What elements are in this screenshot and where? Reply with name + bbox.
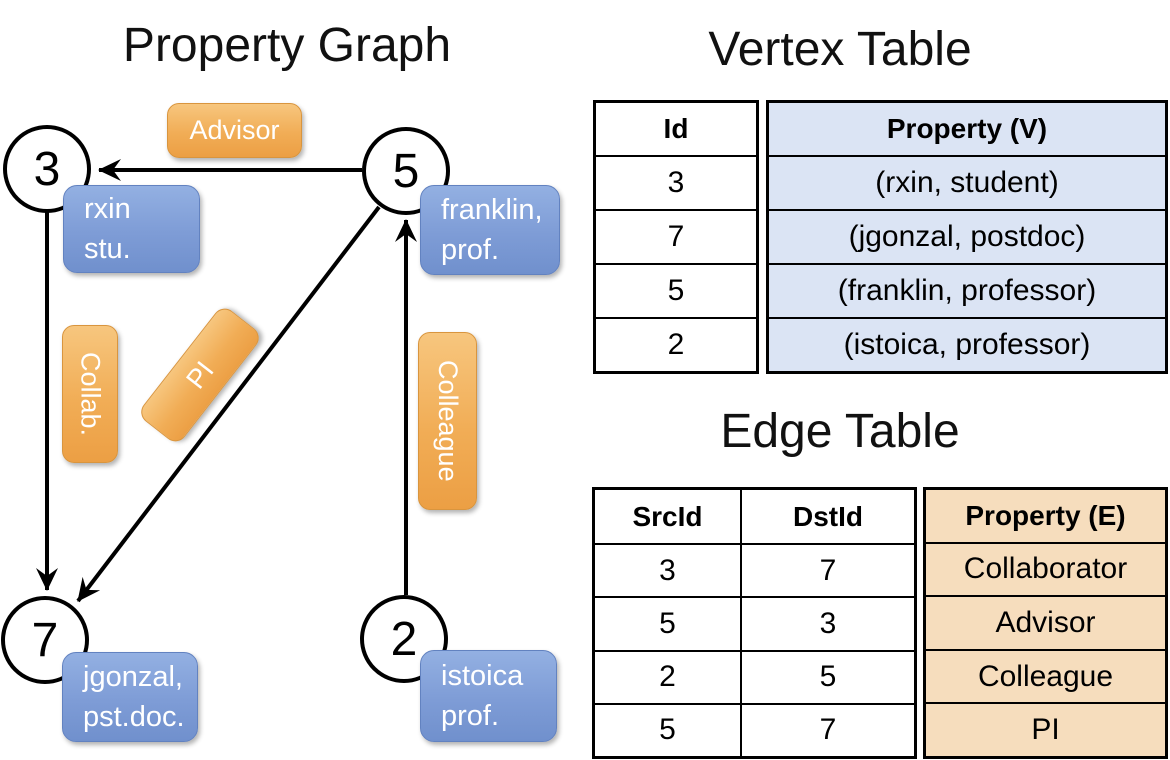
vertex-box-jgonzal-line1: jgonzal, bbox=[83, 661, 183, 693]
graph-edges-layer bbox=[36, 159, 417, 603]
vertex-box-franklin-line1: franklin, bbox=[441, 194, 543, 226]
edge-label-advisor: Advisor bbox=[167, 103, 302, 158]
edge-table-srcid-cell: 2 bbox=[595, 649, 742, 703]
edge-table-dstid-cell: 3 bbox=[742, 596, 914, 649]
edge-table-property-cell: Colleague bbox=[926, 648, 1165, 703]
vertex-table-property-cell: (istoica, professor) bbox=[769, 317, 1165, 371]
edge-table-dstid-cell: 5 bbox=[742, 649, 914, 703]
vertex-table-property-column: Property (V) (rxin, student) (jgonzal, p… bbox=[766, 100, 1168, 374]
vertex-table-property-cell: (jgonzal, postdoc) bbox=[769, 209, 1165, 263]
edge-table-id-columns: SrcId DstId 3 7 5 3 2 5 5 7 bbox=[592, 487, 917, 759]
edge-table-dstid-cell: 7 bbox=[742, 702, 914, 756]
edge-label-collab: Collab. bbox=[62, 325, 118, 463]
edge-table-dstid-header: DstId bbox=[793, 500, 863, 532]
graph-node-5: 5 bbox=[362, 127, 450, 215]
vertex-box-franklin: franklin, prof. bbox=[420, 185, 560, 275]
edge-table-srcid-cell: 3 bbox=[595, 543, 742, 597]
vertex-table-property-cell: (rxin, student) bbox=[769, 155, 1165, 209]
vertex-table-id-header: Id bbox=[663, 113, 689, 144]
vertex-table-id-cell: 2 bbox=[596, 317, 756, 371]
edge-line-pi-5-7 bbox=[76, 205, 381, 603]
vertex-table-property-cell: (franklin, professor) bbox=[769, 263, 1165, 317]
vertex-table-id-column: Id 3 7 5 2 bbox=[593, 100, 759, 374]
edge-table-srcid-header: SrcId bbox=[595, 490, 742, 544]
vertex-box-rxin-line2: stu. bbox=[84, 233, 131, 265]
vertex-table-id-cell: 7 bbox=[596, 209, 756, 263]
vertex-table-title: Vertex Table bbox=[708, 23, 972, 76]
edge-table-property-header: Property (E) bbox=[926, 490, 1165, 542]
vertex-table-id-cell: 3 bbox=[596, 155, 756, 209]
edge-table-property-column: Property (E) Collaborator Advisor Collea… bbox=[923, 487, 1168, 759]
graph-node-2: 2 bbox=[360, 595, 448, 683]
vertex-box-rxin: rxin stu. bbox=[63, 185, 200, 273]
edge-table-property-cell: Advisor bbox=[926, 595, 1165, 649]
edge-label-colleague: Colleague bbox=[418, 332, 477, 510]
vertex-table-id-cell: 5 bbox=[596, 263, 756, 317]
edge-table-dstid-cell: 7 bbox=[742, 543, 914, 596]
edge-table-property-cell: Collaborator bbox=[926, 541, 1165, 596]
vertex-box-franklin-line2: prof. bbox=[441, 234, 500, 266]
vertex-box-rxin-line1: rxin bbox=[84, 193, 131, 225]
vertex-box-jgonzal: jgonzal, pst.doc. bbox=[62, 652, 198, 742]
edge-table-title: Edge Table bbox=[720, 405, 960, 458]
edge-table-property-cell: PI bbox=[926, 702, 1165, 756]
vertex-box-istoica-line2: prof. bbox=[441, 700, 500, 732]
vertex-box-jgonzal-line2: pst.doc. bbox=[83, 701, 185, 733]
property-graph-title: Property Graph bbox=[122, 19, 452, 72]
edge-table-srcid-cell: 5 bbox=[595, 702, 742, 756]
vertex-table-property-header: Property (V) bbox=[769, 103, 1165, 155]
vertex-box-istoica: istoica prof. bbox=[420, 650, 557, 742]
vertex-box-istoica-line1: istoica bbox=[441, 660, 524, 692]
edge-table-srcid-cell: 5 bbox=[595, 596, 742, 650]
